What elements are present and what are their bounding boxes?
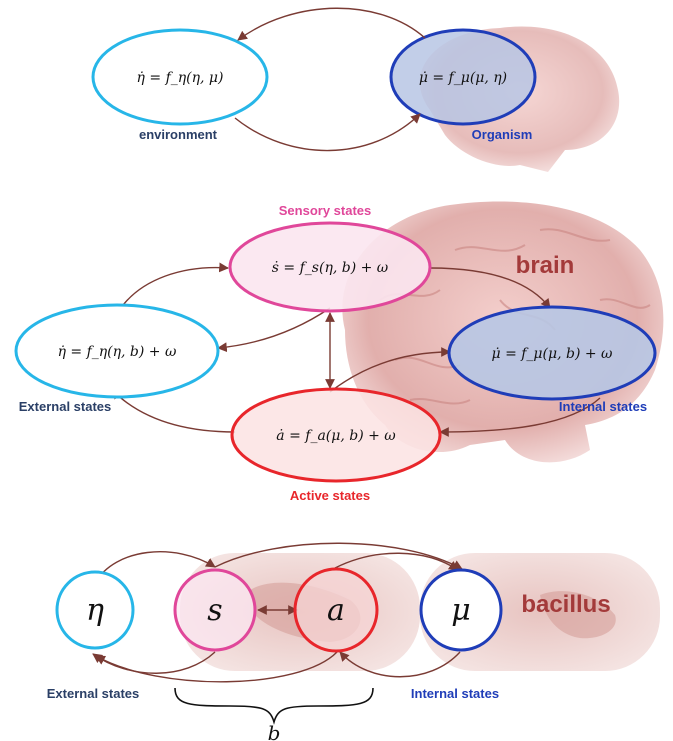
external-states-node [14, 303, 220, 399]
panel-2: brain ṡ = f_s(η, b) + ω η̇ = f_η(η, b) +… [14, 201, 664, 503]
external-states-label: External states [19, 399, 112, 414]
sensory-states-node [228, 221, 432, 313]
environment-label: environment [139, 127, 218, 142]
internal-states-node [447, 305, 657, 401]
organism-node [389, 28, 537, 126]
brain-label: brain [516, 252, 575, 279]
a-symbol: a [327, 593, 345, 628]
external-states-label-3: External states [47, 686, 140, 701]
arrow-sensory-to-internal [429, 267, 551, 309]
blanket-brace [174, 687, 374, 725]
arrow-active-to-external [111, 389, 236, 433]
arrow-external-to-sensory [117, 262, 229, 313]
a-node [293, 567, 379, 653]
internal-states-label-3: Internal states [411, 686, 499, 701]
s-node [173, 568, 257, 652]
panel-1: η̇ = f_η(η, μ) μ̇ = f_μ(μ, η) environmen… [91, 7, 620, 173]
mu-symbol: μ [451, 593, 471, 628]
bacillus-label: bacillus [521, 591, 610, 618]
arrow-environment-to-organism [234, 113, 421, 152]
organism-equation: μ̇ = f_μ(μ, η) [419, 70, 507, 86]
active-equation: ȧ = f_a(μ, b) + ω [276, 428, 396, 444]
sensory-states-label: Sensory states [279, 203, 372, 218]
arrow-mu-to-a [339, 651, 461, 678]
arrow-active-to-internal [329, 347, 451, 393]
arrow-organism-to-environment [237, 7, 426, 41]
panel-3: bacillus η s a μ External states Interna… [47, 542, 660, 741]
environment-node [91, 28, 269, 126]
eta-node [55, 570, 135, 650]
external-equation: η̇ = f_η(η, b) + ω [58, 344, 177, 360]
eta-symbol: η [86, 593, 104, 628]
internal-states-label: Internal states [559, 399, 647, 414]
arrow-sensory-to-external [217, 307, 331, 353]
arrow-a-to-mu [334, 552, 459, 571]
sensory-equation: ṡ = f_s(η, b) + ω [272, 260, 389, 276]
arrow-s-to-mu [214, 542, 463, 570]
active-states-label: Active states [290, 488, 370, 503]
organism-label: Organism [472, 127, 533, 142]
environment-equation: η̇ = f_η(η, μ) [137, 70, 224, 86]
mu-node [419, 568, 503, 652]
arrow-internal-to-active [439, 397, 601, 437]
active-states-node [230, 387, 442, 483]
internal-equation: μ̇ = f_μ(μ, b) + ω [492, 346, 614, 362]
s-symbol: s [207, 593, 222, 628]
arrow-a-to-eta [95, 651, 338, 683]
blanket-b-symbol: b [268, 721, 281, 741]
